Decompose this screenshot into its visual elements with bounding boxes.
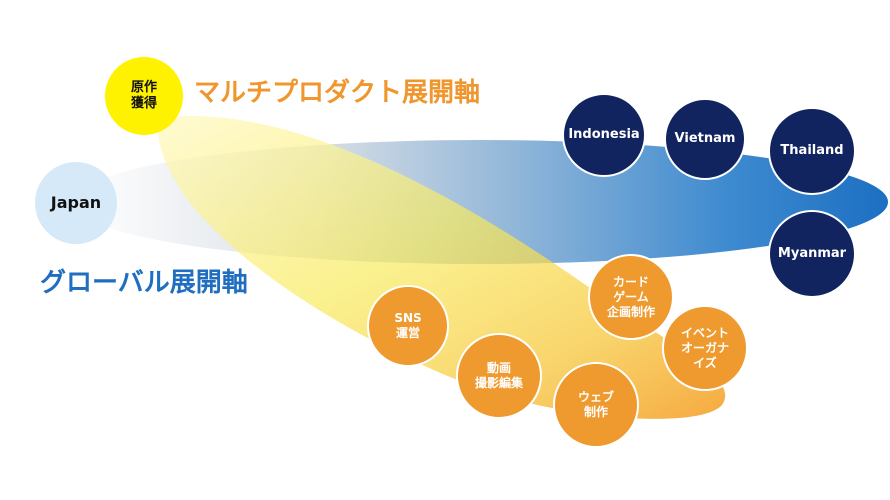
product-web-line2: 制作 [583, 405, 608, 419]
country-label-vietnam: Vietnam [674, 130, 736, 146]
product-circle-sns: SNS 運営 [367, 285, 449, 367]
ip-acquisition-line2: 獲得 [130, 96, 157, 111]
product-circle-web: ウェブ 制作 [553, 362, 639, 448]
multi-product-axis-band [157, 116, 726, 419]
product-event-line3: イズ [693, 355, 717, 370]
country-circle-thailand: Thailand [768, 107, 856, 195]
product-video-line2: 撮影編集 [474, 376, 523, 390]
product-circle-event: イベント オーガナ イズ [662, 305, 748, 391]
ip-acquisition-circle: 原作 獲得 [105, 57, 183, 135]
product-event-line2: オーガナ [680, 340, 729, 355]
japan-origin-circle: Japan [35, 162, 117, 244]
product-video-line1: 動画 [486, 361, 511, 375]
product-card-line3: 企画制作 [606, 304, 655, 319]
product-sns-line1: SNS [394, 311, 422, 325]
product-circle-video: 動画 撮影編集 [456, 333, 542, 419]
multi-product-axis-label: マルチプロダクト展開軸 [194, 78, 481, 108]
product-card-line2: ゲーム [613, 289, 649, 304]
product-web-line1: ウェブ [577, 390, 614, 404]
product-sns-line2: 運営 [395, 326, 420, 340]
ip-acquisition-line1: 原作 [130, 79, 157, 95]
country-circle-myanmar: Myanmar [768, 210, 856, 298]
product-circle-card-game: カード ゲーム 企画制作 [588, 254, 674, 340]
country-label-myanmar: Myanmar [777, 245, 847, 261]
country-circle-indonesia: Indonesia [562, 93, 646, 177]
product-event-line1: イベント [680, 325, 729, 340]
japan-label: Japan [50, 193, 102, 212]
country-label-thailand: Thailand [780, 142, 844, 158]
global-axis-label: グローバル展開軸 [40, 268, 248, 298]
country-label-indonesia: Indonesia [568, 126, 640, 142]
country-circle-vietnam: Vietnam [664, 98, 746, 180]
product-card-line1: カード [612, 274, 649, 289]
